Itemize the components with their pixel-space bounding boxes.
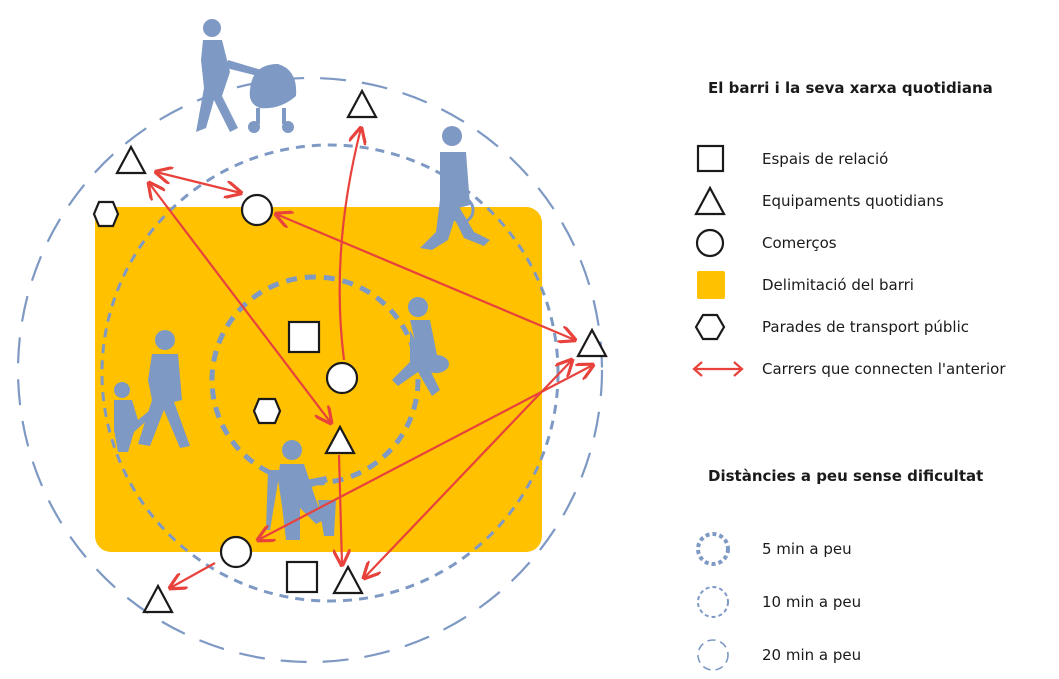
- hexagon-icon: [694, 313, 726, 341]
- distance-item: 10 min a peu: [690, 585, 1059, 619]
- distance-label: 10 min a peu: [762, 593, 862, 611]
- yellow-area-icon: [697, 271, 725, 299]
- person-with-stroller-icon: [196, 19, 297, 133]
- circle-marker: [240, 193, 274, 227]
- distances-title: Distàncies a peu sense dificultat: [708, 467, 984, 485]
- triangle-marker: [332, 564, 364, 595]
- street-connections: [149, 128, 593, 588]
- legend-label: Delimitació del barri: [762, 276, 914, 294]
- square-marker: [287, 320, 321, 354]
- street-arrow: [338, 128, 361, 361]
- legend-item: Parades de transport públic: [690, 310, 1059, 344]
- street-arrow: [170, 562, 216, 588]
- distance-label: 20 min a peu: [762, 646, 862, 664]
- square-icon: [696, 144, 725, 173]
- legend-item: Equipaments quotidians: [690, 184, 1059, 218]
- distance-item: 5 min a peu: [690, 532, 1059, 566]
- neighbourhood-diagram: [16, 19, 608, 664]
- walk-20-min-circle: [16, 76, 604, 664]
- dotted-circle-medium-icon: [697, 586, 729, 618]
- triangle-icon: [694, 185, 726, 216]
- dotted-circle-small-icon: [696, 532, 730, 566]
- square-marker: [285, 560, 319, 594]
- legend-label: Espais de relació: [762, 150, 889, 168]
- double-arrow-icon: [692, 361, 744, 377]
- distance-item: 20 min a peu: [690, 638, 1059, 672]
- circle-marker: [219, 535, 253, 569]
- circle-icon: [695, 228, 725, 258]
- legend-label: Equipaments quotidians: [762, 192, 944, 210]
- legend-title: El barri i la seva xarxa quotidiana: [708, 79, 993, 97]
- triangle-marker: [576, 327, 608, 358]
- hexagon-marker: [252, 397, 282, 425]
- legend-item: Espais de relació: [690, 142, 1059, 176]
- triangle-marker: [324, 424, 356, 455]
- street-arrow: [364, 360, 572, 578]
- legend-item: Delimitació del barri: [690, 268, 1059, 302]
- legend-label: Comerços: [762, 234, 837, 252]
- legend-item: Carrers que connecten l'anterior: [690, 352, 1059, 386]
- dashed-circle-large-icon: [697, 639, 729, 671]
- legend-label: Parades de transport públic: [762, 318, 969, 336]
- triangle-marker: [346, 88, 378, 119]
- legend-panel: El barri i la seva xarxa quotidiana Espa…: [690, 0, 1059, 679]
- circle-marker: [325, 361, 359, 395]
- triangle-marker: [142, 583, 174, 614]
- distance-label: 5 min a peu: [762, 540, 852, 558]
- street-arrow: [156, 172, 241, 193]
- hexagon-marker: [92, 200, 120, 228]
- triangle-marker: [115, 144, 147, 175]
- legend-item: Comerços: [690, 226, 1059, 260]
- legend-label: Carrers que connecten l'anterior: [762, 360, 1006, 378]
